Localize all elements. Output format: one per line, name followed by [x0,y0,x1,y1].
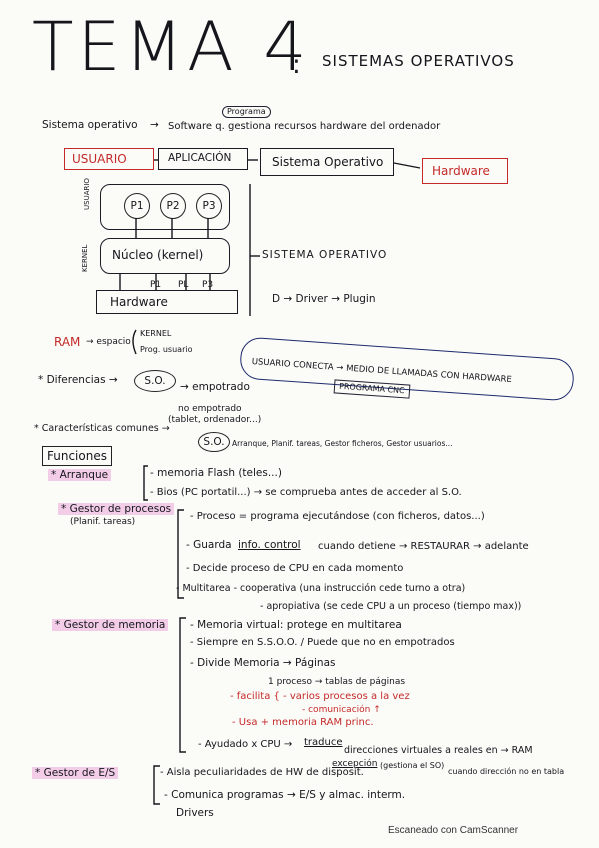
es-label-text: * Gestor de E/S [32,767,119,779]
arranque-label: * Arranque [48,469,112,481]
es-line-1: - Aisla peculiaridades de HW de disposit… [160,767,364,778]
memoria-line-9b: (gestiona el SO) [380,761,445,770]
diferencias-label: * Diferencias → [38,374,118,386]
procesos-line-4: - Multitarea - cooperativa (una instrucc… [176,583,466,594]
es-line-3: Drivers [176,807,214,819]
p3-circle: P3 [196,193,222,219]
hardware-label: Hardware [432,164,490,178]
q2-label: PL [178,280,189,290]
ram-label: RAM [54,335,81,349]
hardware-layer-box [96,290,238,314]
arranque-bracket [143,465,148,501]
procesos-line-2a: - Guarda [186,539,232,551]
procesos-sub: (Planif. tareas) [70,517,136,527]
procesos-line-5: - apropiativa (se cede CPU a un proceso … [260,601,522,612]
memoria-line-3: - Divide Memoria → Páginas [190,657,336,669]
ram-prog: Prog. usuario [140,345,193,354]
ram-kernel: KERNEL [140,329,172,338]
arranque-line-2: - Bios (PC portatil...) → se comprueba a… [150,487,462,498]
diferencias-circle: S.O. [134,370,176,392]
memoria-line-4: 1 proceso → tablas de páginas [268,677,406,687]
memoria-line-9a: excepción [332,759,378,769]
user-space-box [100,184,230,230]
caracteristicas-label: * Características comunes → [34,423,170,434]
page-subtitle: SISTEMAS OPERATIVOS [322,52,515,70]
kernel-box [100,238,230,274]
so-bracket-label: SISTEMA OPERATIVO [262,249,388,261]
diferencias-empotrado: → empotrado [180,381,250,393]
procesos-label: * Gestor de procesos [58,503,175,515]
flow-arrow-3 [393,162,421,169]
definition-arrow: → [150,119,159,131]
procesos-line-2b: info. control [238,539,301,551]
scanner-watermark: Escaneado con CamScanner [388,825,519,836]
procesos-bracket [177,509,184,599]
hardware-layer-label: Hardware [110,295,168,309]
so-box [260,148,394,176]
p1-circle: P1 [124,193,150,219]
memoria-line-1: - Memoria virtual: protege en multitarea [190,619,402,631]
procesos-label-text: * Gestor de procesos [58,503,175,515]
memoria-line-8b: traduce [304,737,343,748]
ram-brace [132,329,137,355]
procesos-line-2c: cuando detiene → RESTAURAR → adelante [318,541,529,552]
so-label: Sistema Operativo [272,155,384,169]
definition-note: Programa [222,106,271,118]
diferencias-no-empotrado: no empotrado [178,404,242,414]
caracteristicas-list: Arranque, Planif. tareas, Gestor fichero… [232,439,453,448]
aplicacion-label: APLICACIÓN [168,152,232,164]
funciones-heading: Funciones [42,446,112,466]
memoria-line-6: - comunicación ↑ [302,705,381,715]
procesos-line-3: - Decide proceso de CPU en cada momento [186,563,404,574]
hardware-box [422,158,508,184]
memoria-line-2: - Siempre en S.S.O.O. / Puede que no en … [190,637,455,648]
arranque-label-text: * Arranque [48,469,112,481]
usuario-box [64,148,154,170]
memoria-line-5: - facilita { - varios procesos a la vez [230,691,410,702]
es-line-2: - Comunica programas → E/S y almac. inte… [164,789,406,801]
memoria-line-9c: cuando dirección no en tabla [448,767,565,776]
memoria-line-8c: direcciones virtuales a reales en → RAM [344,745,533,756]
es-bracket [153,765,160,805]
definition-text: Software q. gestiona recursos hardware d… [168,121,441,132]
nucleo-label: Núcleo (kernel) [112,248,204,262]
title-colon: : [292,50,301,80]
es-label: * Gestor de E/S [32,767,119,779]
caracteristicas-circle: S.O. [198,432,230,452]
memoria-line-7: - Usa + memoria RAM princ. [232,717,374,728]
driver-chain: D → Driver → Plugin [272,293,376,305]
diferencias-no-empotrado-eg: (tablet, ordenador...) [168,415,262,425]
ram-arrow: → espacio [86,337,131,347]
memoria-line-8a: - Ayudado x CPU → [198,739,293,750]
definition-label: Sistema operativo [42,119,138,131]
page-title: TEMA 4 [32,8,311,87]
memoria-label-text: * Gestor de memoria [52,619,169,631]
p2-circle: P2 [160,193,186,219]
usuario-label: USUARIO [72,152,127,166]
procesos-line-1: - Proceso = programa ejecutándose (con f… [190,511,485,522]
q3-label: P3 [202,280,214,290]
memoria-bracket [179,617,186,753]
aplicacion-box [158,148,248,170]
memoria-label: * Gestor de memoria [52,619,169,631]
arranque-line-1: - memoria Flash (teles...) [150,467,282,479]
